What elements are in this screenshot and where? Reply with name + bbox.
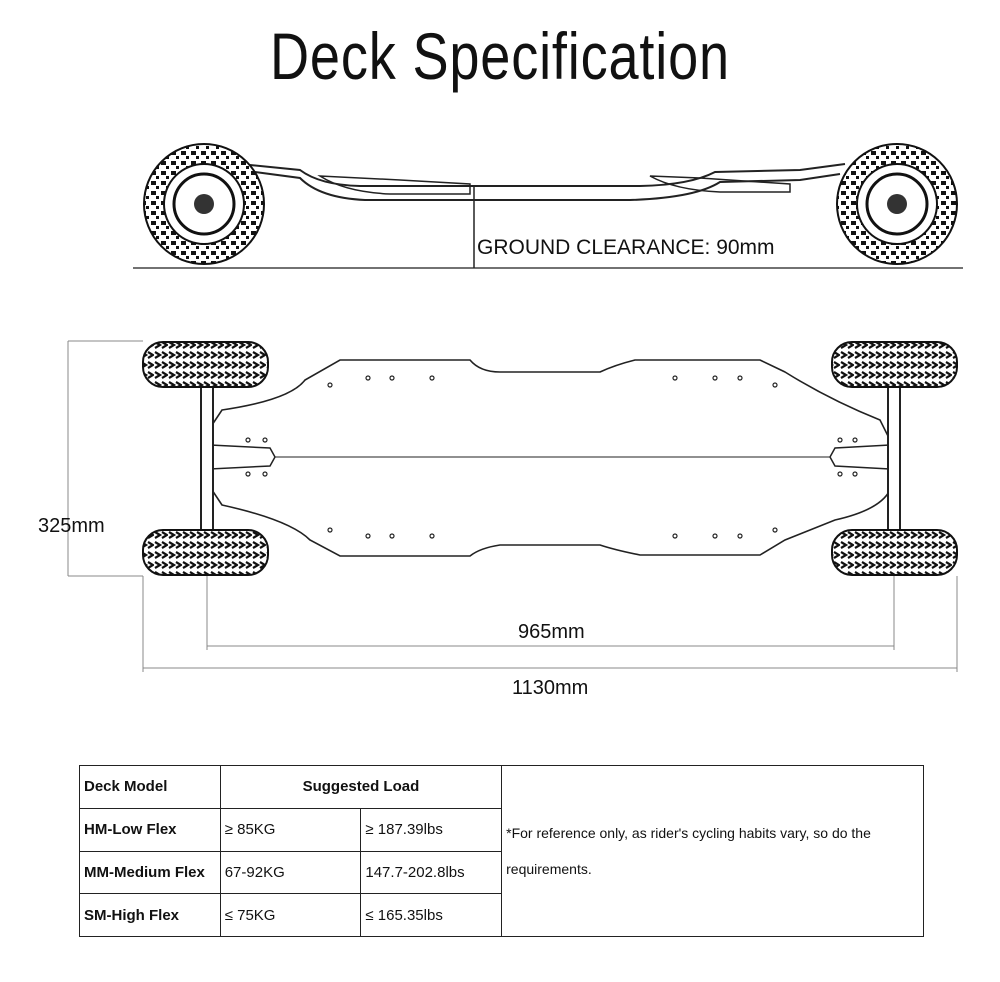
table-row: HM-Low Flex ≥ 85KG ≥ 187.39lbs xyxy=(79,807,924,852)
side-wheel-right xyxy=(836,143,958,265)
row-model: SM-High Flex xyxy=(79,893,221,937)
header-deck-model: Deck Model xyxy=(79,765,221,809)
row-load-kg: ≥ 85KG xyxy=(219,807,362,852)
table-row: MM-Medium Flex 67-92KG 147.7-202.8lbs xyxy=(79,850,924,895)
header-suggested-load: Suggested Load xyxy=(219,765,503,809)
row-load-kg: 67-92KG xyxy=(219,850,362,895)
baseplate-left xyxy=(209,444,276,470)
ground-clearance-label: GROUND CLEARANCE: 90mm xyxy=(477,236,775,259)
note-text: *For reference only, as rider's cycling … xyxy=(506,825,871,877)
wheel-top-right xyxy=(831,341,958,388)
table-row: SM-High Flex ≤ 75KG ≤ 165.35lbs xyxy=(79,893,924,937)
load-spec-table: Deck Model Suggested Load *For reference… xyxy=(79,765,924,937)
row-model: HM-Low Flex xyxy=(79,807,221,852)
deck-side-panel-right xyxy=(649,175,791,193)
width-dimension xyxy=(67,340,143,577)
table-header-row: Deck Model Suggested Load *For reference… xyxy=(79,765,924,937)
deck-side-panel-left xyxy=(317,175,471,195)
length-dimension xyxy=(142,576,958,672)
note-cell: *For reference only, as rider's cycling … xyxy=(501,765,924,937)
wheelbase-label: 965mm xyxy=(518,621,585,643)
length-label: 1130mm xyxy=(512,677,588,699)
wheel-bottom-left xyxy=(142,529,269,576)
mounting-holes xyxy=(245,375,858,539)
row-load-lbs: ≥ 187.39lbs xyxy=(360,807,503,852)
side-view: GROUND CLEARANCE: 90mm xyxy=(133,143,963,269)
axle-left xyxy=(200,384,214,531)
axle-right xyxy=(887,384,901,531)
row-load-lbs: 147.7-202.8lbs xyxy=(360,850,503,895)
row-model: MM-Medium Flex xyxy=(79,850,221,895)
row-load-kg: ≤ 75KG xyxy=(219,893,362,937)
deck-outline xyxy=(211,359,891,557)
baseplate-right xyxy=(829,444,891,470)
deck-profile-top xyxy=(249,163,846,187)
wheelbase-dimension xyxy=(206,576,895,650)
wheel-bottom-right xyxy=(831,529,958,576)
width-label: 325mm xyxy=(38,515,105,537)
deck-profile-bottom xyxy=(254,171,841,201)
row-load-lbs: ≤ 165.35lbs xyxy=(360,893,503,937)
top-view: 325mm 965mm 1130mm xyxy=(38,340,958,699)
wheel-top-left xyxy=(142,341,269,388)
page-title: Deck Specification xyxy=(270,19,730,93)
side-wheel-left xyxy=(143,143,265,265)
